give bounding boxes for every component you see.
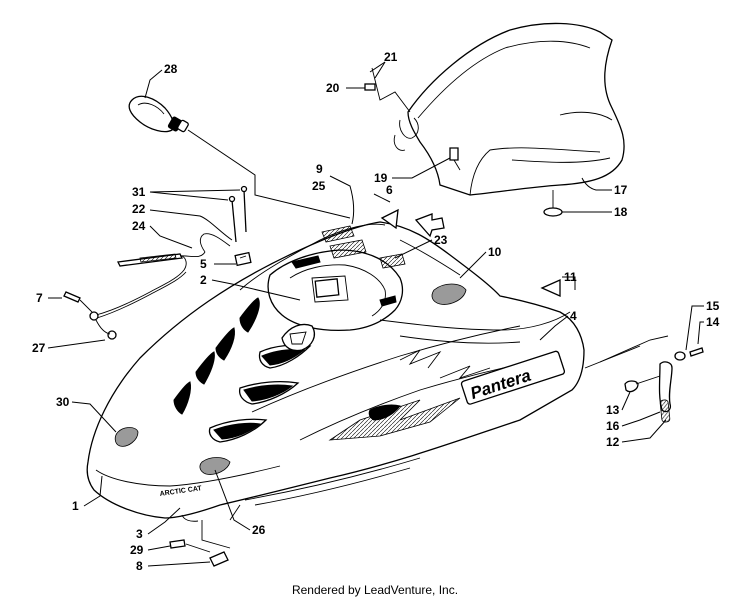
callout-27: 27: [32, 341, 46, 355]
callout-2: 2: [200, 273, 207, 287]
callout-25: 25: [312, 179, 326, 193]
callout-labels: 28 21 20 19 17 18 9 25 6 31 22 24 23 10 …: [32, 50, 720, 573]
hood-hardware: [63, 185, 252, 340]
callout-28: 28: [164, 62, 178, 76]
bottom-hardware: [169, 520, 231, 567]
callout-6: 6: [386, 183, 393, 197]
mount-hardware: [584, 335, 704, 423]
callout-21: 21: [384, 50, 398, 64]
windshield: [393, 22, 625, 196]
callout-5: 5: [200, 257, 207, 271]
callout-18: 18: [614, 205, 628, 219]
callout-8: 8: [136, 559, 143, 573]
callout-29: 29: [130, 543, 144, 557]
callout-13: 13: [606, 403, 620, 417]
callout-23: 23: [434, 233, 448, 247]
callout-16: 16: [606, 419, 620, 433]
callout-24: 24: [132, 219, 146, 233]
callout-3: 3: [136, 527, 143, 541]
callout-30: 30: [56, 395, 70, 409]
render-credit: Rendered by LeadVenture, Inc.: [291, 583, 459, 597]
callout-19: 19: [374, 171, 388, 185]
hood: Pantera ARCTIC CAT: [86, 221, 585, 522]
callout-10: 10: [488, 245, 502, 259]
callout-17: 17: [614, 183, 628, 197]
windshield-hardware: [346, 67, 563, 217]
headlight-bulb: [128, 95, 351, 219]
callout-22: 22: [132, 202, 146, 216]
leader-lines: [47, 61, 704, 567]
callout-31: 31: [132, 185, 146, 199]
callout-12: 12: [606, 435, 620, 449]
callout-4: 4: [570, 309, 577, 323]
callout-15: 15: [706, 299, 720, 313]
assembly-arrows: [380, 208, 561, 298]
callout-9: 9: [316, 162, 323, 176]
callout-11: 11: [564, 270, 577, 284]
callout-26: 26: [252, 523, 266, 537]
callout-14: 14: [706, 315, 720, 329]
callout-1: 1: [72, 499, 79, 513]
callout-20: 20: [326, 81, 340, 95]
callout-7: 7: [36, 291, 43, 305]
